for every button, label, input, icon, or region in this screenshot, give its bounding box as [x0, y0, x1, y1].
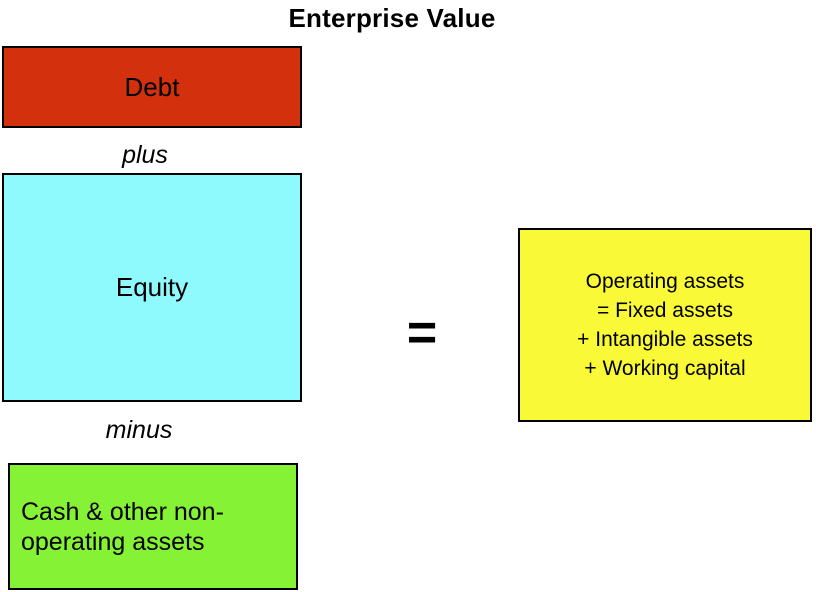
cash-non-operating-assets-box: Cash & other non- operating assets [8, 463, 298, 590]
equals-sign: = [406, 304, 438, 362]
cash-label-line1: Cash & other non- [21, 497, 224, 526]
fixed-assets-line: = Fixed assets [597, 299, 733, 322]
intangible-assets-line: + Intangible assets [577, 328, 753, 351]
minus-connector-label: minus [105, 416, 173, 444]
debt-box: Debt [2, 46, 302, 128]
cash-label-line2: operating assets [21, 527, 205, 556]
operating-assets-line: Operating assets [585, 270, 745, 293]
plus-connector-label: plus [122, 141, 168, 169]
debt-label: Debt [124, 71, 180, 102]
cash-label: Cash & other non- operating assets [21, 497, 224, 557]
equity-label: Equity [115, 272, 189, 302]
equity-box: Equity [2, 173, 302, 402]
diagram-title: Enterprise Value [288, 3, 496, 33]
operating-assets-box: Operating assets = Fixed assets + Intang… [518, 228, 812, 422]
working-capital-line: + Working capital [584, 357, 746, 380]
